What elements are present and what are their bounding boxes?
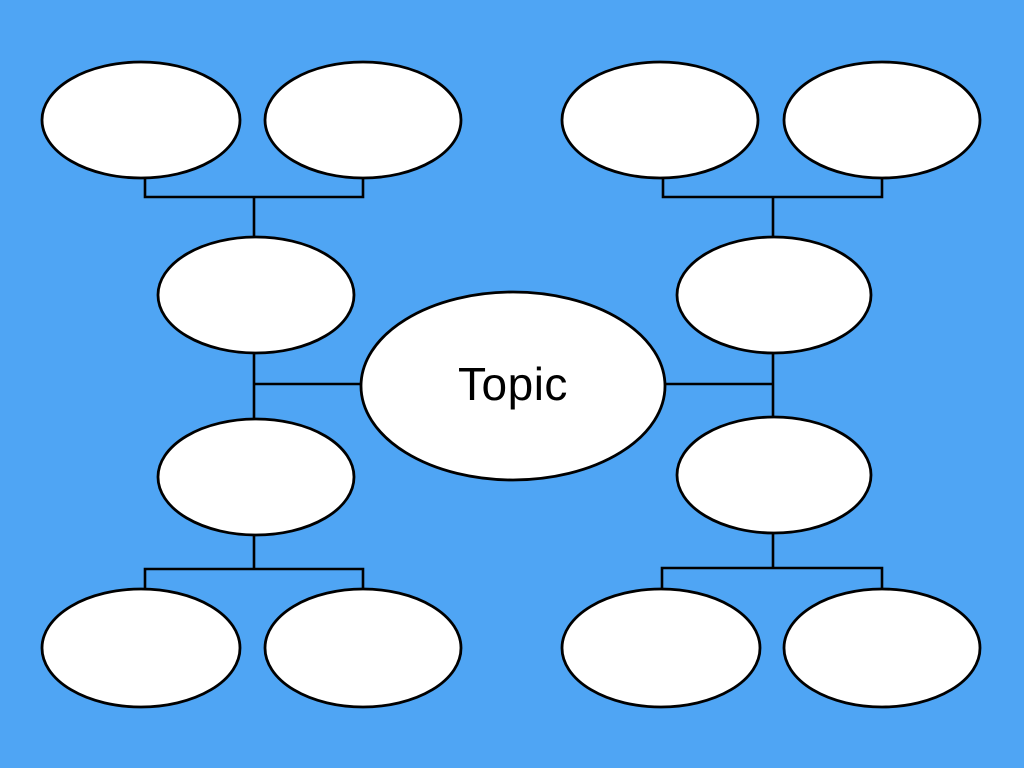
connector-bottom-left-cluster — [143, 530, 365, 606]
node-left-subtopic-lower[interactable] — [156, 417, 356, 537]
connector-top-left-cluster — [143, 162, 365, 240]
connector-layer — [143, 162, 884, 606]
node-bottom-left-leaf-inner[interactable] — [263, 587, 463, 709]
connector-right-spine — [654, 348, 775, 422]
node-right-subtopic-lower[interactable] — [675, 415, 873, 535]
node-layer: Topic — [40, 60, 982, 709]
connector-top-right-cluster — [661, 162, 884, 240]
node-bottom-right-leaf-outer[interactable] — [782, 587, 982, 709]
node-left-subtopic-upper[interactable] — [156, 235, 356, 355]
node-bottom-right-leaf-inner[interactable] — [560, 587, 762, 709]
node-top-right-leaf-outer[interactable] — [782, 60, 982, 180]
node-top-right-leaf-inner[interactable] — [560, 60, 760, 180]
node-top-left-leaf-inner[interactable] — [263, 60, 463, 180]
node-top-left-leaf-outer[interactable] — [40, 60, 242, 180]
connector-bottom-right-cluster — [660, 528, 884, 606]
node-bottom-left-leaf-outer[interactable] — [40, 587, 242, 709]
central-topic-label: Topic — [458, 358, 568, 410]
connector-left-spine — [252, 348, 372, 424]
node-central-topic[interactable] — [359, 290, 667, 482]
node-right-subtopic-upper[interactable] — [675, 235, 873, 355]
